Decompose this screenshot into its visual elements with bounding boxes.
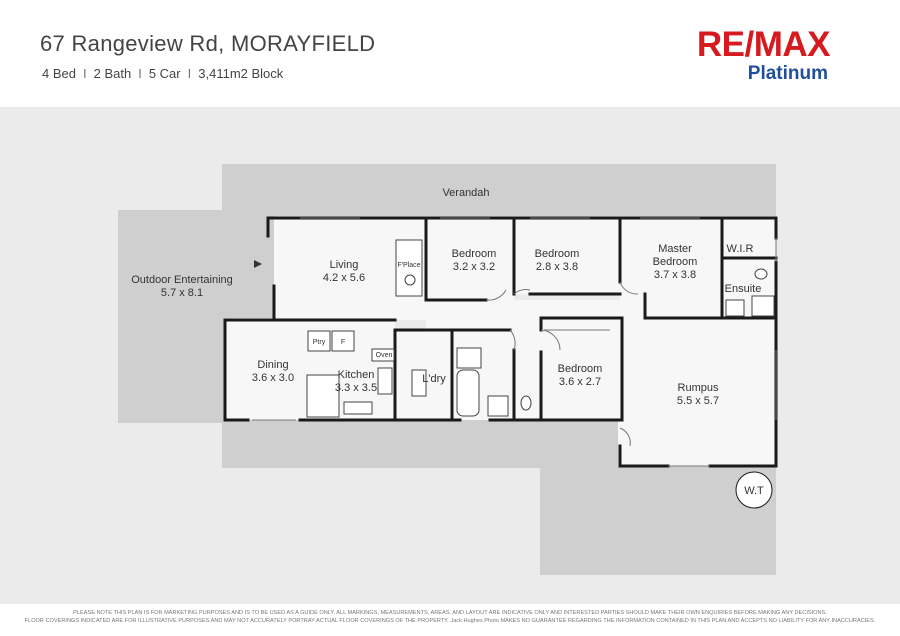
master-label-2: Bedroom [653,256,698,268]
property-address: 67 Rangeview Rd, MORAYFIELD [40,31,376,56]
door-swing [485,289,507,301]
bedroom1-size: 3.2 x 3.2 [453,261,495,273]
master-label-1: Master [658,243,692,255]
bedroom3-label: Bedroom [558,363,603,375]
master-size: 3.7 x 3.8 [654,269,696,281]
bedroom2-size: 2.8 x 3.8 [536,261,578,273]
toilet [520,395,532,411]
fridge-box [331,330,355,352]
spec-separator: I [138,66,142,81]
logo-main-text: RE/MAX [696,25,831,64]
kitchen-size: 3.3 x 3.5 [335,382,377,394]
kitchen-bench [306,374,340,418]
bedroom3-floor [541,318,621,420]
master-south-wall [643,292,778,320]
disclaimer-line-1: PLEASE NOTE THIS PLAN IS FOR MARKETING P… [73,610,827,616]
floor-plan: Verandah Outdoor Entertaining 5.7 x 8.1 … [118,164,778,575]
verandah-area [222,164,776,216]
wir-label: W.I.R [727,243,754,255]
oven-label: Oven [376,352,393,359]
disclaimer: PLEASE NOTE THIS PLAN IS FOR MARKETING P… [0,609,900,625]
rumpus-south-wall [618,444,670,468]
bathtub [456,369,480,417]
shower [456,347,482,369]
spec-cars: 5 Car [148,66,181,81]
laundry-label: L'dry [422,373,446,385]
spec-beds: 4 Bed [42,66,76,81]
entry-arrow-icon [254,260,262,268]
ensuite-toilet [754,268,768,280]
spec-baths: 2 Bath [93,66,132,81]
doors [485,281,639,447]
kitchen-sink [343,401,373,415]
spec-separator: I [187,66,192,81]
outdoor-size: 5.7 x 8.1 [161,287,203,299]
door-swing [619,427,631,447]
fireplace-hearth [404,274,416,286]
dining-size: 3.6 x 3.0 [252,372,294,384]
water-tank [735,471,773,509]
fplace-label: F'Place [397,262,420,269]
dining-label: Dining [257,359,288,371]
room-labels: Verandah Outdoor Entertaining 5.7 x 8.1 … [131,187,764,497]
north-wall [266,216,778,240]
vanity [487,395,509,417]
pantry-label: Ptry [313,339,326,346]
fixtures [306,239,775,418]
floor-plan-area: Verandah Outdoor Entertaining 5.7 x 8.1 … [0,107,900,604]
kitchen-label: Kitchen [338,369,375,381]
fridge-label: F [341,339,345,346]
laundry-tub [411,369,427,397]
dining-north-wall [223,318,276,422]
bedroom2-floor [514,218,620,294]
bedroom2-label: Bedroom [535,248,580,260]
verandah-label: Verandah [442,187,489,199]
living-label: Living [330,259,359,271]
rumpus-size: 5.5 x 5.7 [677,395,719,407]
door-swing [619,281,639,295]
spec-block: 3,411m2 Block [198,66,284,81]
door-swing [513,289,531,295]
property-specs: 4 Bed I 2 Bath I 5 Car I 3,411m2 Block [42,66,283,81]
logo-sub-text: Platinum [747,63,828,84]
cooktop [377,367,393,395]
door-swing [509,329,516,351]
front-path-area [222,420,620,468]
bedroom3-size: 3.6 x 2.7 [559,376,601,388]
bedroom1-label: Bedroom [452,248,497,260]
remax-logo: RE/MAX Platinum [652,26,832,86]
header: 67 Rangeview Rd, MORAYFIELD 4 Bed I 2 Bath… [0,0,900,107]
door-swing [540,329,561,351]
living-size: 4.2 x 5.6 [323,272,365,284]
pantry-box [307,330,331,352]
spec-separator: I [82,66,87,81]
driveway-area [540,462,776,575]
ensuite-vanity [725,299,745,317]
rumpus-label: Rumpus [678,382,719,394]
water-tank-label: W.T [744,485,764,497]
windows [252,217,777,467]
ensuite-label: Ensuite [725,283,762,295]
bed3-walls [539,316,624,422]
rumpus-floor [618,318,776,466]
disclaimer-line-2: FLOOR COVERINGS INDICATED ARE FOR ILLUST… [24,618,876,624]
fireplace [395,239,423,297]
outdoor-areas [118,164,776,575]
bedroom1-floor [426,218,514,302]
oven-box [371,348,395,362]
ensuite-shower [751,295,775,317]
outdoor-label: Outdoor Entertaining [131,274,233,286]
